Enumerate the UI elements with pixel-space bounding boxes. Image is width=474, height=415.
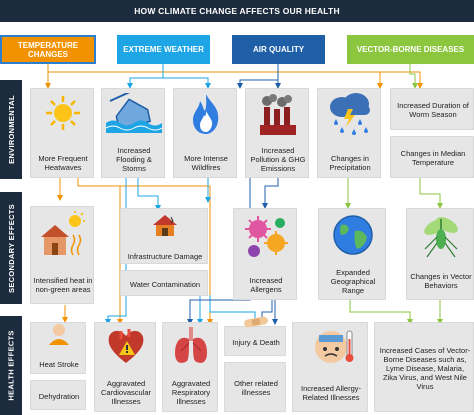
- fire-icon: [193, 94, 219, 134]
- health-vector-borne-cases-label: Increased Cases of Vector-Borne Diseases…: [379, 345, 471, 391]
- sec-allergens: Increased Allergens: [233, 208, 297, 300]
- env-worm-season-label: Increased Duration of Worm Season: [397, 101, 469, 119]
- env-flooding-label: Increased Flooding & Storms: [116, 145, 152, 173]
- heart-icon: [108, 329, 144, 363]
- sec-vector-behaviors-label: Changes in Vector Behaviors: [410, 272, 472, 290]
- sick-face-icon: [315, 330, 354, 363]
- health-other-illnesses-label: Other related illnesses: [234, 379, 278, 397]
- health-respiratory: Aggravated Respiratory Illnesses: [162, 322, 218, 412]
- category-air-quality: AIR QUALITY: [232, 35, 325, 64]
- lungs-icon: [175, 327, 207, 363]
- person-icon: [49, 324, 69, 345]
- rain-cloud-icon: [330, 93, 370, 135]
- category-label: AIR QUALITY: [252, 45, 305, 54]
- health-other-illnesses: Other related illnesses: [224, 362, 286, 412]
- sec-vector-behaviors: Changes in Vector Behaviors: [406, 208, 474, 300]
- sec-water-label: Water Contamination: [129, 279, 201, 289]
- health-allergy-illnesses-label: Increased Allergy-Related Illnesses: [300, 384, 362, 402]
- sec-geographical-range-label: Expanded Geographical Range: [330, 267, 376, 295]
- section-label: ENVIRONMENTAL: [6, 95, 16, 164]
- env-worm-season: Increased Duration of Worm Season: [390, 88, 474, 130]
- category-label: VECTOR-BORNE DISEASES: [356, 45, 465, 54]
- sec-allergens-label: Increased Allergens: [249, 276, 283, 294]
- health-dehydration: Dehydration: [30, 380, 86, 410]
- category-label: EXTREME WEATHER: [123, 45, 204, 54]
- sun-icon: [46, 96, 80, 130]
- health-heat-stroke: Heat Stroke: [30, 322, 86, 374]
- env-heatwaves: More Frequent Heatwaves: [30, 88, 94, 178]
- factory-icon: [260, 94, 296, 135]
- health-injury-death: Injury & Death: [224, 316, 286, 356]
- sec-geographical-range: Expanded Geographical Range: [318, 208, 386, 300]
- health-vector-borne-cases: Increased Cases of Vector-Borne Diseases…: [374, 322, 474, 412]
- sec-intensified-heat: Intensified heat in non-green areas: [30, 206, 94, 304]
- section-environmental: ENVIRONMENTAL: [0, 80, 22, 179]
- health-injury-death-label: Injury & Death: [232, 337, 280, 347]
- page-title: HOW CLIMATE CHANGE AFFECTS OUR HEALTH: [0, 0, 474, 22]
- env-heatwaves-label: More Frequent Heatwaves: [38, 154, 88, 172]
- category-temperature-changes: TEMPERATURE CHANGES: [0, 35, 96, 64]
- flood-house-icon: [106, 93, 162, 133]
- pollen-icon: [245, 216, 288, 257]
- category-vector-borne-diseases: VECTOR-BORNE DISEASES: [347, 35, 474, 64]
- env-median-temp: Changes in Median Temperature: [390, 136, 474, 178]
- sec-infrastructure: Infrastructure Damage: [120, 208, 208, 264]
- health-cardiovascular: Aggravated Cardiovascular Illnesses: [94, 322, 156, 412]
- sec-intensified-heat-label: Intensified heat in non-green areas: [33, 276, 93, 294]
- section-label: HEALTH EFFECTS: [6, 330, 16, 401]
- health-respiratory-label: Aggravated Respiratory Illnesses: [171, 378, 211, 406]
- bandage-icon: [244, 316, 268, 328]
- health-dehydration-label: Dehydration: [38, 391, 80, 401]
- mosquito-icon: [424, 217, 458, 258]
- hot-house-icon: [41, 211, 85, 256]
- globe-icon: [333, 215, 373, 255]
- health-cardiovascular-label: Aggravated Cardiovascular Illnesses: [100, 378, 152, 406]
- env-pollution: Increased Pollution & GHG Emissions: [245, 88, 309, 178]
- section-label: SECONDARY EFFECTS: [6, 203, 16, 293]
- env-pollution-label: Increased Pollution & GHG Emissions: [250, 145, 306, 173]
- env-flooding: Increased Flooding & Storms: [101, 88, 165, 178]
- category-label: TEMPERATURE CHANGES: [17, 40, 79, 59]
- health-allergy-illnesses: Increased Allergy-Related Illnesses: [292, 322, 368, 412]
- env-wildfires-label: More Intense Wildfires: [184, 154, 228, 172]
- env-precipitation: Changes in Precipitation: [317, 88, 381, 178]
- env-median-temp-label: Changes in Median Temperature: [400, 149, 466, 167]
- damaged-house-icon: [153, 215, 177, 236]
- env-precipitation-label: Changes in Precipitation: [329, 154, 371, 172]
- env-wildfires: More Intense Wildfires: [173, 88, 237, 178]
- sec-infrastructure-label: Infrastructure Damage: [127, 251, 203, 261]
- sec-water: Water Contamination: [120, 270, 208, 296]
- health-heat-stroke-label: Heat Stroke: [39, 359, 79, 369]
- section-health-effects: HEALTH EFFECTS: [0, 316, 22, 415]
- category-extreme-weather: EXTREME WEATHER: [117, 35, 210, 64]
- section-secondary-effects: SECONDARY EFFECTS: [0, 192, 22, 304]
